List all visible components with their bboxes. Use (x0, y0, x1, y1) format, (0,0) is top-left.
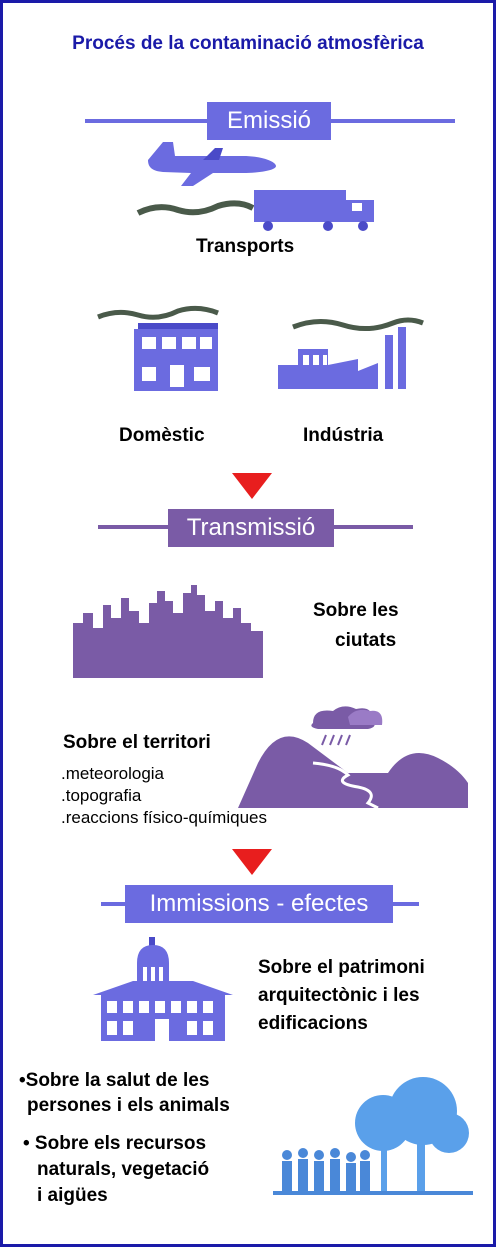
resources-label-line1: • Sobre els recursos (23, 1133, 207, 1154)
transport-label: Transports (196, 236, 295, 257)
heritage-label-line3: edificacions (258, 1013, 368, 1034)
immissions-heading: Immissions - efectes (125, 885, 393, 923)
heritage-label-line2: arquitectònic i les (258, 985, 420, 1006)
truck-icon (136, 190, 374, 231)
emission-heading: Emissió (207, 102, 331, 140)
territory-item: .meteorologia (61, 764, 165, 783)
transmission-heading: Transmissió (168, 509, 334, 547)
cities-label-line1: Sobre les (313, 600, 399, 621)
health-label-line2: persones i els animals (27, 1095, 230, 1116)
territory-item: .topografia (61, 786, 142, 805)
airplane-icon (148, 142, 276, 186)
resources-label-line3: i aigües (37, 1185, 108, 1206)
domestic-label: Domèstic (119, 425, 205, 446)
health-label-line1: •Sobre la salut de les (19, 1070, 210, 1091)
house-icon (97, 305, 219, 391)
diagram-title: Procés de la contaminació atmosfèrica (72, 33, 424, 54)
heritage-building-icon (93, 937, 233, 1041)
landscape-icon (238, 706, 468, 810)
city-skyline-icon (73, 585, 263, 678)
resources-label-line2: naturals, vegetació (37, 1159, 210, 1180)
cities-label-line2: ciutats (335, 630, 397, 651)
territory-item: .reaccions físico-químiques (61, 808, 267, 827)
heritage-label-line1: Sobre el patrimoni (258, 957, 425, 978)
down-arrow-icon (232, 473, 272, 499)
industry-label: Indústria (303, 425, 384, 446)
down-arrow-icon (232, 849, 272, 875)
territory-title: Sobre el territori (63, 732, 211, 753)
factory-icon (278, 317, 424, 389)
people-trees-icon (273, 1077, 473, 1195)
